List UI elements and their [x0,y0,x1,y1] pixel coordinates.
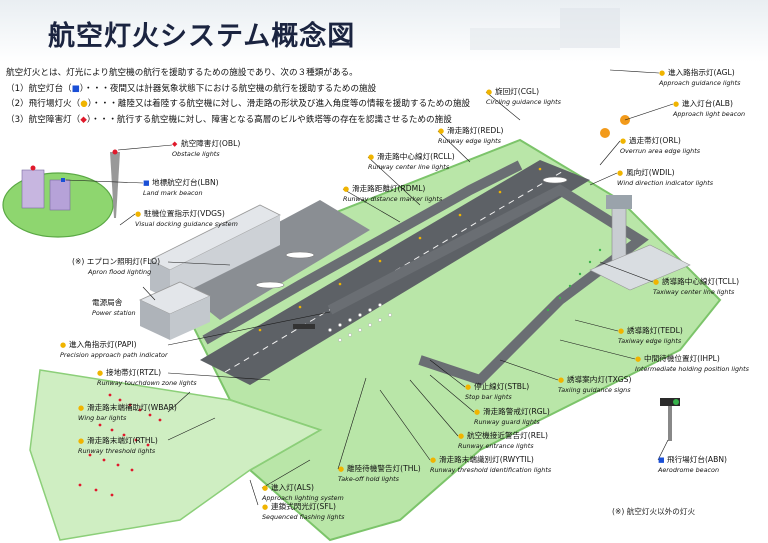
obstacle-light-mark-icon: ◆ [80,114,87,125]
runway-edge-dots [258,167,542,332]
alb-mark-icon: ● [673,100,680,108]
intro-text: 航空灯火とは、灯光により航空機の航行を援助するための施設であり、次の３種類がある… [6,66,471,128]
label-abn: ■飛行場灯台(ABN)Aerodrome beacon [658,455,727,474]
label-thl: ●離陸待機警告灯(THL)Take-off hold lights [338,464,421,483]
label-rel: ●航空機接近警告灯(REL)Runway entrance lights [458,431,548,450]
ihpl-mark-icon: ● [635,355,642,363]
lbn-mark-icon: ■ [143,179,150,187]
terminal-front [170,215,280,300]
label-wbar: ●滑走路末端補助灯(WBAR)Wing bar lights [78,403,177,422]
label-txgs: ●誘導案内灯(TXGS)Taxiing guidance signs [558,375,632,394]
power-station-side [140,300,170,340]
thl-mark-icon: ● [338,465,345,473]
faded-building-backdrop [470,28,560,50]
aerodrome-lighting-mark-icon: ● [80,99,88,109]
label-alb: ●進入灯台(ALB)Approach light beacon [673,99,746,118]
als-mark-icon: ● [262,484,269,492]
obl-mark-icon: ◆ [172,140,178,148]
aerodrome-beacon-tower [668,405,672,441]
tedl-mark-icon: ● [618,327,625,335]
tcll-mark-icon: ● [653,278,660,286]
label-tedl: ●誘導路灯(TEDL)Taxiway edge lights [618,326,683,345]
stbl-mark-icon: ● [465,383,472,391]
apron [170,200,370,320]
footnote: (※) 航空灯火以外の灯火 [612,507,696,516]
rel-mark-icon: ● [458,432,465,440]
txgs-mark-icon: ● [558,376,565,384]
aerodrome-beacon-light [673,399,679,405]
rdml-mark-icon: ● [343,185,350,193]
label-ihpl: ●中間待機位置灯(IHPL)Intermediate holding posit… [635,354,749,373]
label-rwytil: ●滑走路末端識別灯(RWYTIL)Runway threshold identi… [430,455,552,474]
label-rgl: ●滑走路警戒灯(RGL)Runway guard lights [474,407,550,426]
label-vdgs: ●駐機位置指示灯(VDGS)Visual docking guidance sy… [135,209,238,228]
abn-mark-icon: ■ [658,456,665,464]
label-rtzl: ●接地帯灯(RTZL)Runway touchdown zone lights [97,368,197,387]
label-tcll: ●誘導路中心線灯(TCLL)Taxiway center line lights [653,277,740,296]
page-title: 航空灯火システム概念図 [48,21,356,52]
runway-sign [293,324,315,329]
cgl-mark-icon: ● [486,88,493,96]
vdgs-mark-icon: ● [135,210,142,218]
approach-area-grass [29,369,322,541]
label-papi: ●進入角指示灯(PAPI)Precision approach path ind… [60,340,168,359]
leader-lines [65,69,674,506]
aircraft [255,176,568,289]
label-cgl: ●旋回灯(CGL)Circling guidance lights [486,87,561,106]
redl-mark-icon: ● [438,127,445,135]
label-obl: ◆航空障害灯(OBL)Obstacle lights [172,139,241,158]
intro-item-3: （3）航空障害灯（◆）・・・航行する航空機に対し、障害となる高層のビルや鉄塔等の… [6,114,452,125]
taxiway-center-dots [546,248,602,312]
rthl-mark-icon: ● [78,437,85,445]
label-stbl: ●停止線灯(STBL)Stop bar lights [465,382,530,401]
label-agl: ●進入路指示灯(AGL)Approach guidance lights [659,68,741,87]
label-sfl: ●連鎖式閃光灯(SFL)Sequenced flashing lights [262,502,345,521]
aerodrome-beacon-head [660,398,680,406]
label-wdil: ●風向灯(WDIL)Wind direction indicator light… [617,168,714,187]
mid-building [49,179,71,211]
taxiway-loop [327,184,649,386]
rcll-mark-icon: ● [368,153,375,161]
rgl-mark-icon: ● [474,408,481,416]
intro-item-2: （2）飛行場灯火（●）・・・離陸又は着陸する航空機に対し、滑走路の形状及び進入角… [6,99,471,109]
lighting-tower [110,152,120,218]
label-lbn: ■地標航空灯台(LBN)Land mark beacon [143,178,219,197]
tower-obstacle-light-mark [112,149,118,155]
sfl-mark-icon: ● [262,503,269,511]
papi-mark-icon: ● [60,341,67,349]
wbar-mark-icon: ● [78,404,85,412]
tall-building [21,169,45,209]
label-flo: (※) エプロン照明灯(FLO)Apron flood lighting [72,257,161,276]
runway-touchdown-dots [328,303,392,342]
label-als: ●進入灯(ALS)Approach lighting system [262,483,344,502]
tower-building [589,244,691,291]
rtzl-mark-icon: ● [97,369,104,377]
label-redl: ●滑走路灯(REDL)Runway edge lights [438,126,504,145]
agl-mark-icon: ● [659,69,666,77]
control-tower-cab [606,195,632,209]
obstacle-light-mark [30,165,36,171]
header-backdrop [0,0,768,62]
land-mark-beacon-mark [61,178,65,182]
intro-line: 航空灯火とは、灯光により航空機の航行を援助するための施設であり、次の３種類がある… [6,68,358,78]
approach-light-beacon-icon-2 [600,128,610,138]
parallel-taxiway [202,160,523,345]
aviation-beacon-mark-icon: ■ [71,83,80,94]
label-rcll: ●滑走路中心線灯(RCLL)Runway center line lights [368,152,455,171]
power-station-front [170,296,210,340]
rwytil-mark-icon: ● [430,456,437,464]
label-rthl: ●滑走路末端灯(RTHL)Runway threshold lights [78,436,158,455]
faded-tower-backdrop [560,8,620,48]
wdil-mark-icon: ● [617,169,624,177]
approach-light-dots [78,393,162,497]
label-rdml: ●滑走路距離灯(RDML)Runway distance marker ligh… [343,184,443,203]
orl-mark-icon: ● [620,137,627,145]
label-orl: ●過走帯灯(ORL)Overrun area edge lights [620,136,701,155]
intro-item-1: （1）航空灯台（■）・・・夜間又は計器気象状態下における航空機の航行を援助するた… [6,83,377,94]
